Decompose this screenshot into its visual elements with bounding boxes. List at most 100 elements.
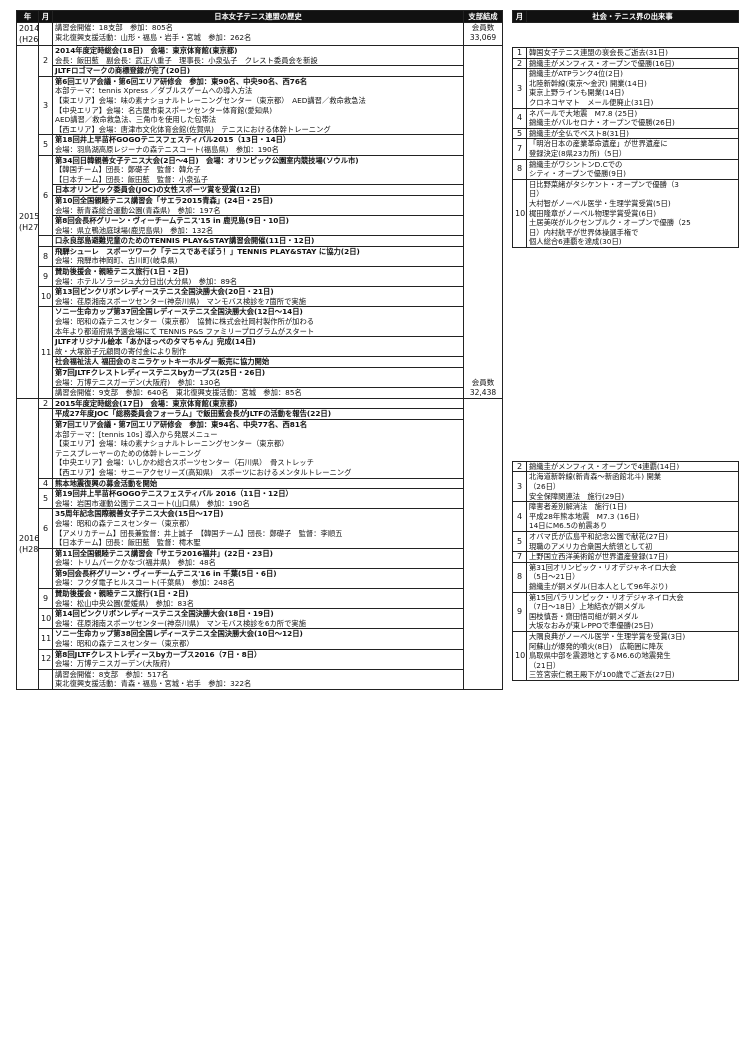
month-cell: 3 [512, 471, 527, 503]
right-header-row: 月 社会・テニス界の出来事 [512, 10, 739, 23]
event-line: 阿蘇山が爆発的噴火(8日) 広範囲に降灰 [529, 641, 664, 651]
member-count: 33,069 [469, 33, 497, 42]
event-line: 社会福祉法人 福田会のミニラケットキーホルダー販売に協力開始 [55, 357, 270, 367]
event-line: 会場：ホテルソラージュ大分日出(大分県) 参加：89名 [55, 276, 238, 286]
history-row: 講習会開催：8支部 参加：517名東北復興支援活動：青森・福島・宮城・岩手 参加… [17, 668, 503, 691]
month-cell: 7 [512, 551, 527, 563]
event-line: 障害者差別解消法 施行(1日) [529, 502, 627, 512]
month-cell [38, 235, 53, 247]
event-line: 錦織圭が銅メダル(日本人として96年ぶり) [529, 582, 668, 591]
event-line: 会場：昭和の森テニスセンター（東京都） [55, 518, 194, 528]
month-cell: 4 [512, 501, 527, 533]
event-line: 錦織圭がATPランク4位(2日) [529, 69, 623, 79]
history-row: 第7回JLTFクレストレディーステニスbyカーブス(25日・26日)会場：万博テ… [17, 366, 503, 389]
history-row: 日本オリンピック委員会(JOC)の女性スポーツ賞を受賞(12日) [17, 184, 503, 196]
event-cell: 錦織圭がメンフィス・オープンで4連覇(14日) [526, 460, 739, 473]
event-line: 錦織圭が全仏でベスト8(31日) [529, 128, 630, 138]
history-row: 社会福祉法人 福田会のミニラケットキーホルダー販売に協力開始 [17, 356, 503, 368]
event-line: 東北復興支援活動：青森・福島・宮城・岩手 参加：322名 [55, 679, 252, 689]
event-cell: 韓国女子テニス連盟の裵会長ご逝去(31日) [526, 47, 739, 59]
month-cell: 7 [512, 138, 527, 160]
history-row: 第10回全国親睦テニス講習会「サエラ2015青森」(24日・25日)会場：新青森… [17, 194, 503, 217]
event-line: 会場：トリムパークかなづ(福井県) 参加：48名 [55, 558, 216, 568]
event-cell: 北海道新幹線(新青森～新函館北斗) 開業（26日）安全保障関連法 施行(29日) [526, 471, 739, 503]
event-line: シティ・オープンで優勝(9日) [529, 169, 627, 179]
history-row: 講習会開催：9支部 参加：640名 東北復興支援活動：宮城 参加：85名 [17, 387, 503, 399]
year-label: (H27) [19, 222, 39, 232]
year-cell: 2015(H27) [16, 45, 39, 399]
header-year: 年 [16, 10, 39, 23]
event-line: 2014年度定時総会(18日) 会場：東京体育館(東京都) [55, 46, 238, 55]
event-line: 【日本チーム】団長：飯田藍 監督：小泉弘子 [55, 174, 209, 184]
event-line: 第18回井上早苗杯GOGOテニスフェスティバル2015（13日・14日） [55, 135, 291, 145]
month-cell: 11 [38, 306, 53, 399]
event-line: 東京上野ラインも開業(14日) [529, 88, 625, 98]
year-label: (H28) [19, 544, 39, 554]
event-line: 会場：昭和の森テニスセンター（東京都） 協賛に株式会社岡村製作所が加わる [55, 317, 315, 327]
event-line: 第13回ピンクリボンレディーステニス全国決勝大会(20日・21日) [55, 287, 274, 297]
event-line: 国枝慎吾・齋田悟司組が銅メダル [529, 611, 639, 621]
event-line: 大村智がノーベル医学・生理学賞受賞(5日) [529, 198, 671, 208]
month-cell [38, 408, 53, 479]
event-cell: 講習会開催：9支部 参加：640名 東北復興支援活動：宮城 参加：85名 [52, 387, 464, 399]
event-line: 日本オリンピック委員会(JOC)の女性スポーツ賞を受賞(12日) [55, 185, 261, 195]
event-line: 【西エリア】会場：サニーアクセリーズ(高知県) スポーツにおけるメンタルトレーニ… [55, 467, 352, 477]
event-line: 平成28年熊本地震 M7.3 (16日) [529, 511, 640, 521]
header-history: 日本女子テニス連盟の歴史 [52, 10, 464, 23]
history-row: 第11回全国親睦テニス講習会「サエラ2016福井」(22日・23日)会場：トリム… [17, 547, 503, 590]
event-line: 「明治日本の産業革命遺産」が世界遺産に [529, 139, 668, 149]
header-events: 社会・テニス界の出来事 [526, 10, 739, 23]
year-label: 2016 [19, 533, 39, 543]
event-cell: 第6回エリア会議・第6回エリア研修会 参加：東90名、中央90名、西76名本部テ… [52, 75, 464, 136]
event-line: 日） [529, 189, 544, 199]
event-cell: 第13回ピンクリボンレディーステニス全国決勝大会(20日・21日)会場：荏原湘南… [52, 286, 464, 308]
event-line: 日）内村航平が世界体操選手権で [529, 227, 639, 237]
event-cell: 講習会開催：8支部 参加：517名東北復興支援活動：青森・福島・宮城・岩手 参加… [52, 668, 464, 691]
header-branch: 支部結成 [463, 10, 503, 23]
event-line: 韓国女子テニス連盟の裵会長ご逝去(31日) [529, 48, 669, 57]
event-line: 本部テーマ：tennis Xpress ／ダブルスゲームへの導入方法 [55, 86, 253, 96]
month-cell: 10 [38, 286, 53, 308]
event-line: 【中央エリア】会場：いしかわ総合スポーツセンター（石川県） 骨ストレッチ [55, 458, 314, 468]
event-line: 賛助後援会・親睦テニス旅行(1日・2日) [55, 589, 189, 599]
event-line: 第9回会長杯グリーン・ヴィーチームテニス'16 in 千葉(5日・6日) [55, 568, 277, 578]
event-cell: ソニー生命カップ第37回全国レディーステニス全国決勝大会(12日～14日)会場：… [52, 306, 464, 338]
history-row: 平成27年度JOC「総務委員会フォーラム」で飯田藍会長がJLTFの活動を報告(2… [17, 408, 503, 479]
month-cell: 10 [38, 608, 53, 630]
event-line: 錦織圭がメンフィス・オープンで4連覇(14日) [529, 461, 680, 471]
month-cell [38, 22, 53, 46]
event-cell: 2015年度定時総会(17日) 会場：東京体育館(東京都) [52, 397, 464, 410]
event-line: 会場：フクダ電子ヒルスコート(千葉県) 参加：248名 [55, 578, 235, 588]
event-line: オバマ氏が広島平和記念公園で献花(27日) [529, 532, 669, 542]
event-line: 会場：荏原湘南スポーツセンター(神奈川県) マンモバス検診を6カ所で実施 [55, 618, 306, 628]
header-month: 月 [38, 10, 53, 23]
event-line: AED講習／救命救急法、三角巾を使用した包帯法 [55, 115, 217, 125]
history-row: JLTFオリジナル絵本「あかほっぺのタマちゃん」完成(14日)故・大塚節子元顧問… [17, 336, 503, 358]
event-line: 2015年度定時総会(17日) 会場：東京体育館(東京都) [55, 398, 238, 408]
month-cell: 3 [512, 68, 527, 109]
event-line: 第19回井上早苗杯GOGOテニスフェスティバル 2016（11日・12日） [55, 489, 293, 499]
member-count: 32,438 [469, 387, 497, 397]
history-row: JLTFロゴマークの商標登録が完了(20日) [17, 65, 503, 77]
year-label: 2015 [19, 211, 39, 221]
event-line: 第7回JLTFクレストレディーステニスbyカーブス(25日・26日) [55, 368, 266, 377]
event-cell: 日本オリンピック委員会(JOC)の女性スポーツ賞を受賞(12日) [52, 184, 464, 196]
history-row: 第9回会長杯グリーン・ヴィーチームテニス'16 in 千葉(5日・6日)会場：フ… [17, 567, 503, 590]
spacer-row [513, 247, 739, 461]
